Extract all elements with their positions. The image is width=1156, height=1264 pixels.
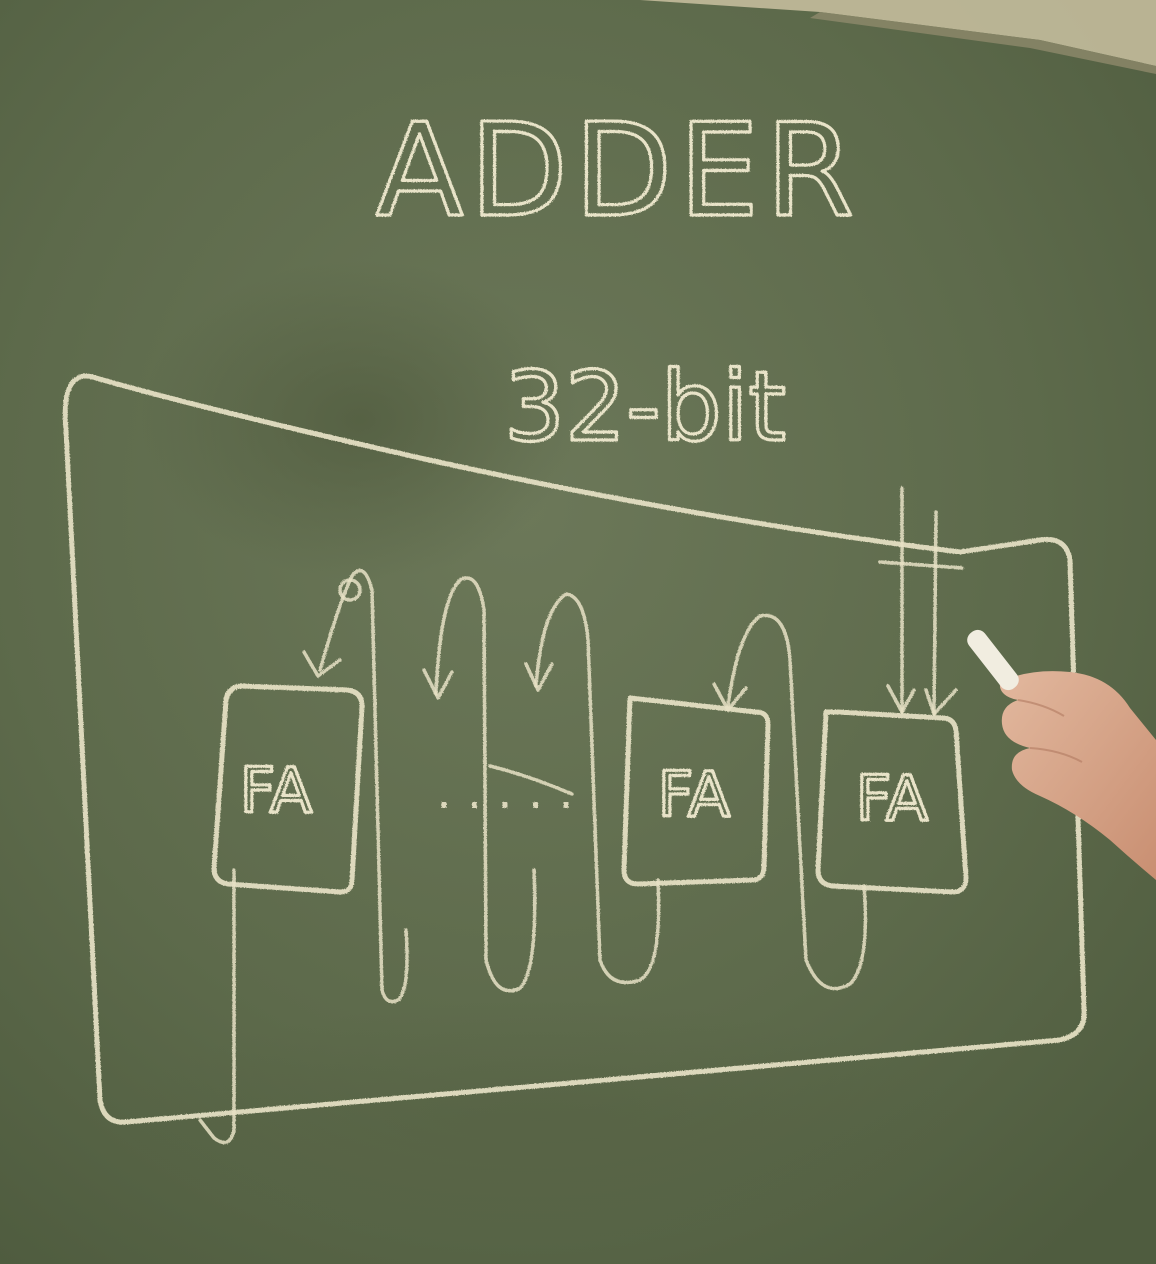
fa-label-middle: FA	[658, 758, 730, 831]
arrow-head-b-icon	[924, 688, 958, 716]
carry-loop-4	[726, 613, 868, 991]
hand-with-chalk	[967, 629, 1156, 880]
fa-box-left	[211, 683, 365, 895]
board-title: ADDER	[376, 97, 861, 246]
carry-loop-1	[318, 568, 409, 1004]
carry-out-wire	[198, 868, 236, 1145]
board-top-frame-shadow	[810, 12, 1156, 74]
hand	[999, 671, 1156, 880]
faint-line	[488, 764, 574, 796]
eraser-smudge	[140, 260, 580, 580]
eraser-smudge-lower	[120, 1000, 960, 1240]
carry-arrow-4-icon	[712, 682, 748, 712]
board-subtitle: 32-bit	[504, 351, 786, 463]
carry-loop-2	[434, 576, 537, 993]
carry-arrow-2-icon	[422, 668, 454, 700]
carry-loop-3	[534, 592, 661, 985]
ellipsis-dots: . . . . .	[436, 764, 573, 820]
arrow-head-a-icon	[886, 684, 916, 714]
adder-outline	[62, 373, 1087, 1125]
input-wire-cross	[878, 560, 964, 570]
carry-arrow-1-icon	[302, 650, 342, 678]
carry-node-icon	[338, 578, 362, 602]
fa-label-left: FA	[240, 754, 312, 827]
fa-box-right	[815, 709, 969, 895]
carry-arrow-3-icon	[524, 662, 554, 692]
board-top-frame	[640, 0, 1156, 66]
fa-label-right: FA	[856, 762, 928, 835]
fa-box-middle	[621, 695, 771, 887]
input-wire-b	[932, 510, 938, 716]
chalk-stick	[967, 629, 1019, 691]
